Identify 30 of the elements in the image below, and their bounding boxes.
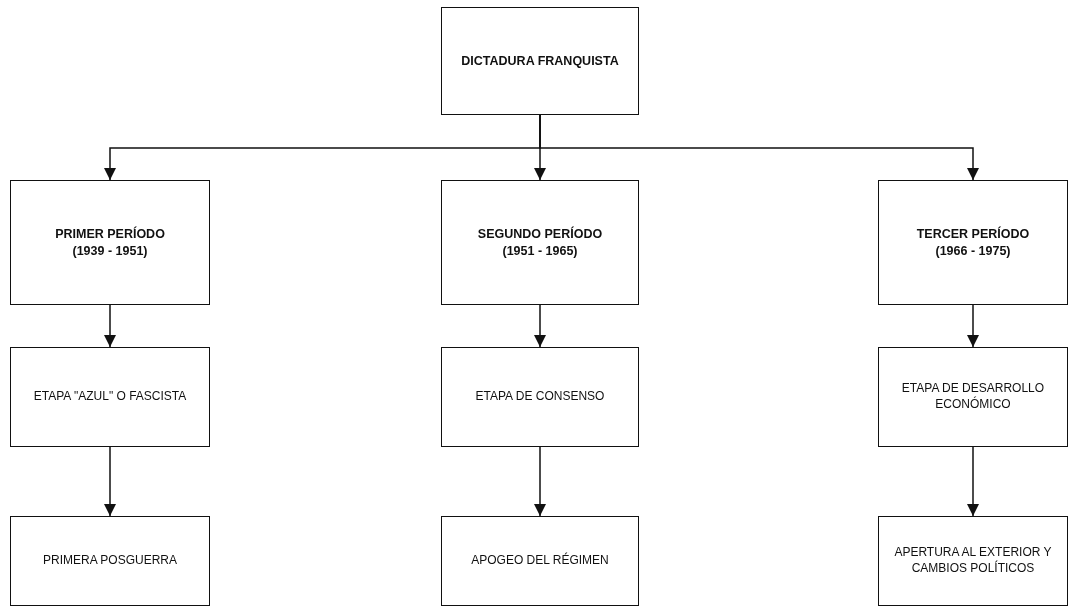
process-box [441,347,639,447]
box-text: PRIMERA POSGUERRA [43,553,177,569]
arrow [539,114,979,181]
box-text: (1966 - 1975) [935,242,1011,259]
box-text: APOGEO DEL RÉGIMEN [471,553,609,569]
box-text: ETAPA "AZUL" O FASCISTA [33,389,187,405]
box-text: SEGUNDO PERÍODO [477,226,603,243]
box-text: ETAPA DE CONSENSO [475,389,605,405]
process-box [441,516,639,606]
arrow [104,304,116,348]
process-box [878,180,1068,305]
box-text: (1951 - 1965) [502,242,578,259]
process-box [441,7,639,115]
box-text: PRIMER PERÍODO [55,226,165,243]
process-box [878,347,1068,447]
arrow [967,304,979,348]
box-text: (1939 - 1951) [72,242,148,259]
box-text: ETAPA DE DESARROLLO ECONÓMICO [900,381,1046,413]
box-text: TERCER PERÍODO [916,226,1030,243]
arrow [967,446,979,517]
arrow [534,446,546,517]
process-box [10,516,210,606]
process-box [10,347,210,447]
process-box [441,180,639,305]
arrow [534,304,546,348]
box-text: APERTURA AL EXTERIOR Y CAMBIOS POLÍTICOS [893,545,1053,577]
box-text: DICTADURA FRANQUISTA [461,52,619,70]
arrow [104,446,116,517]
process-box [10,180,210,305]
process-box [878,516,1068,606]
